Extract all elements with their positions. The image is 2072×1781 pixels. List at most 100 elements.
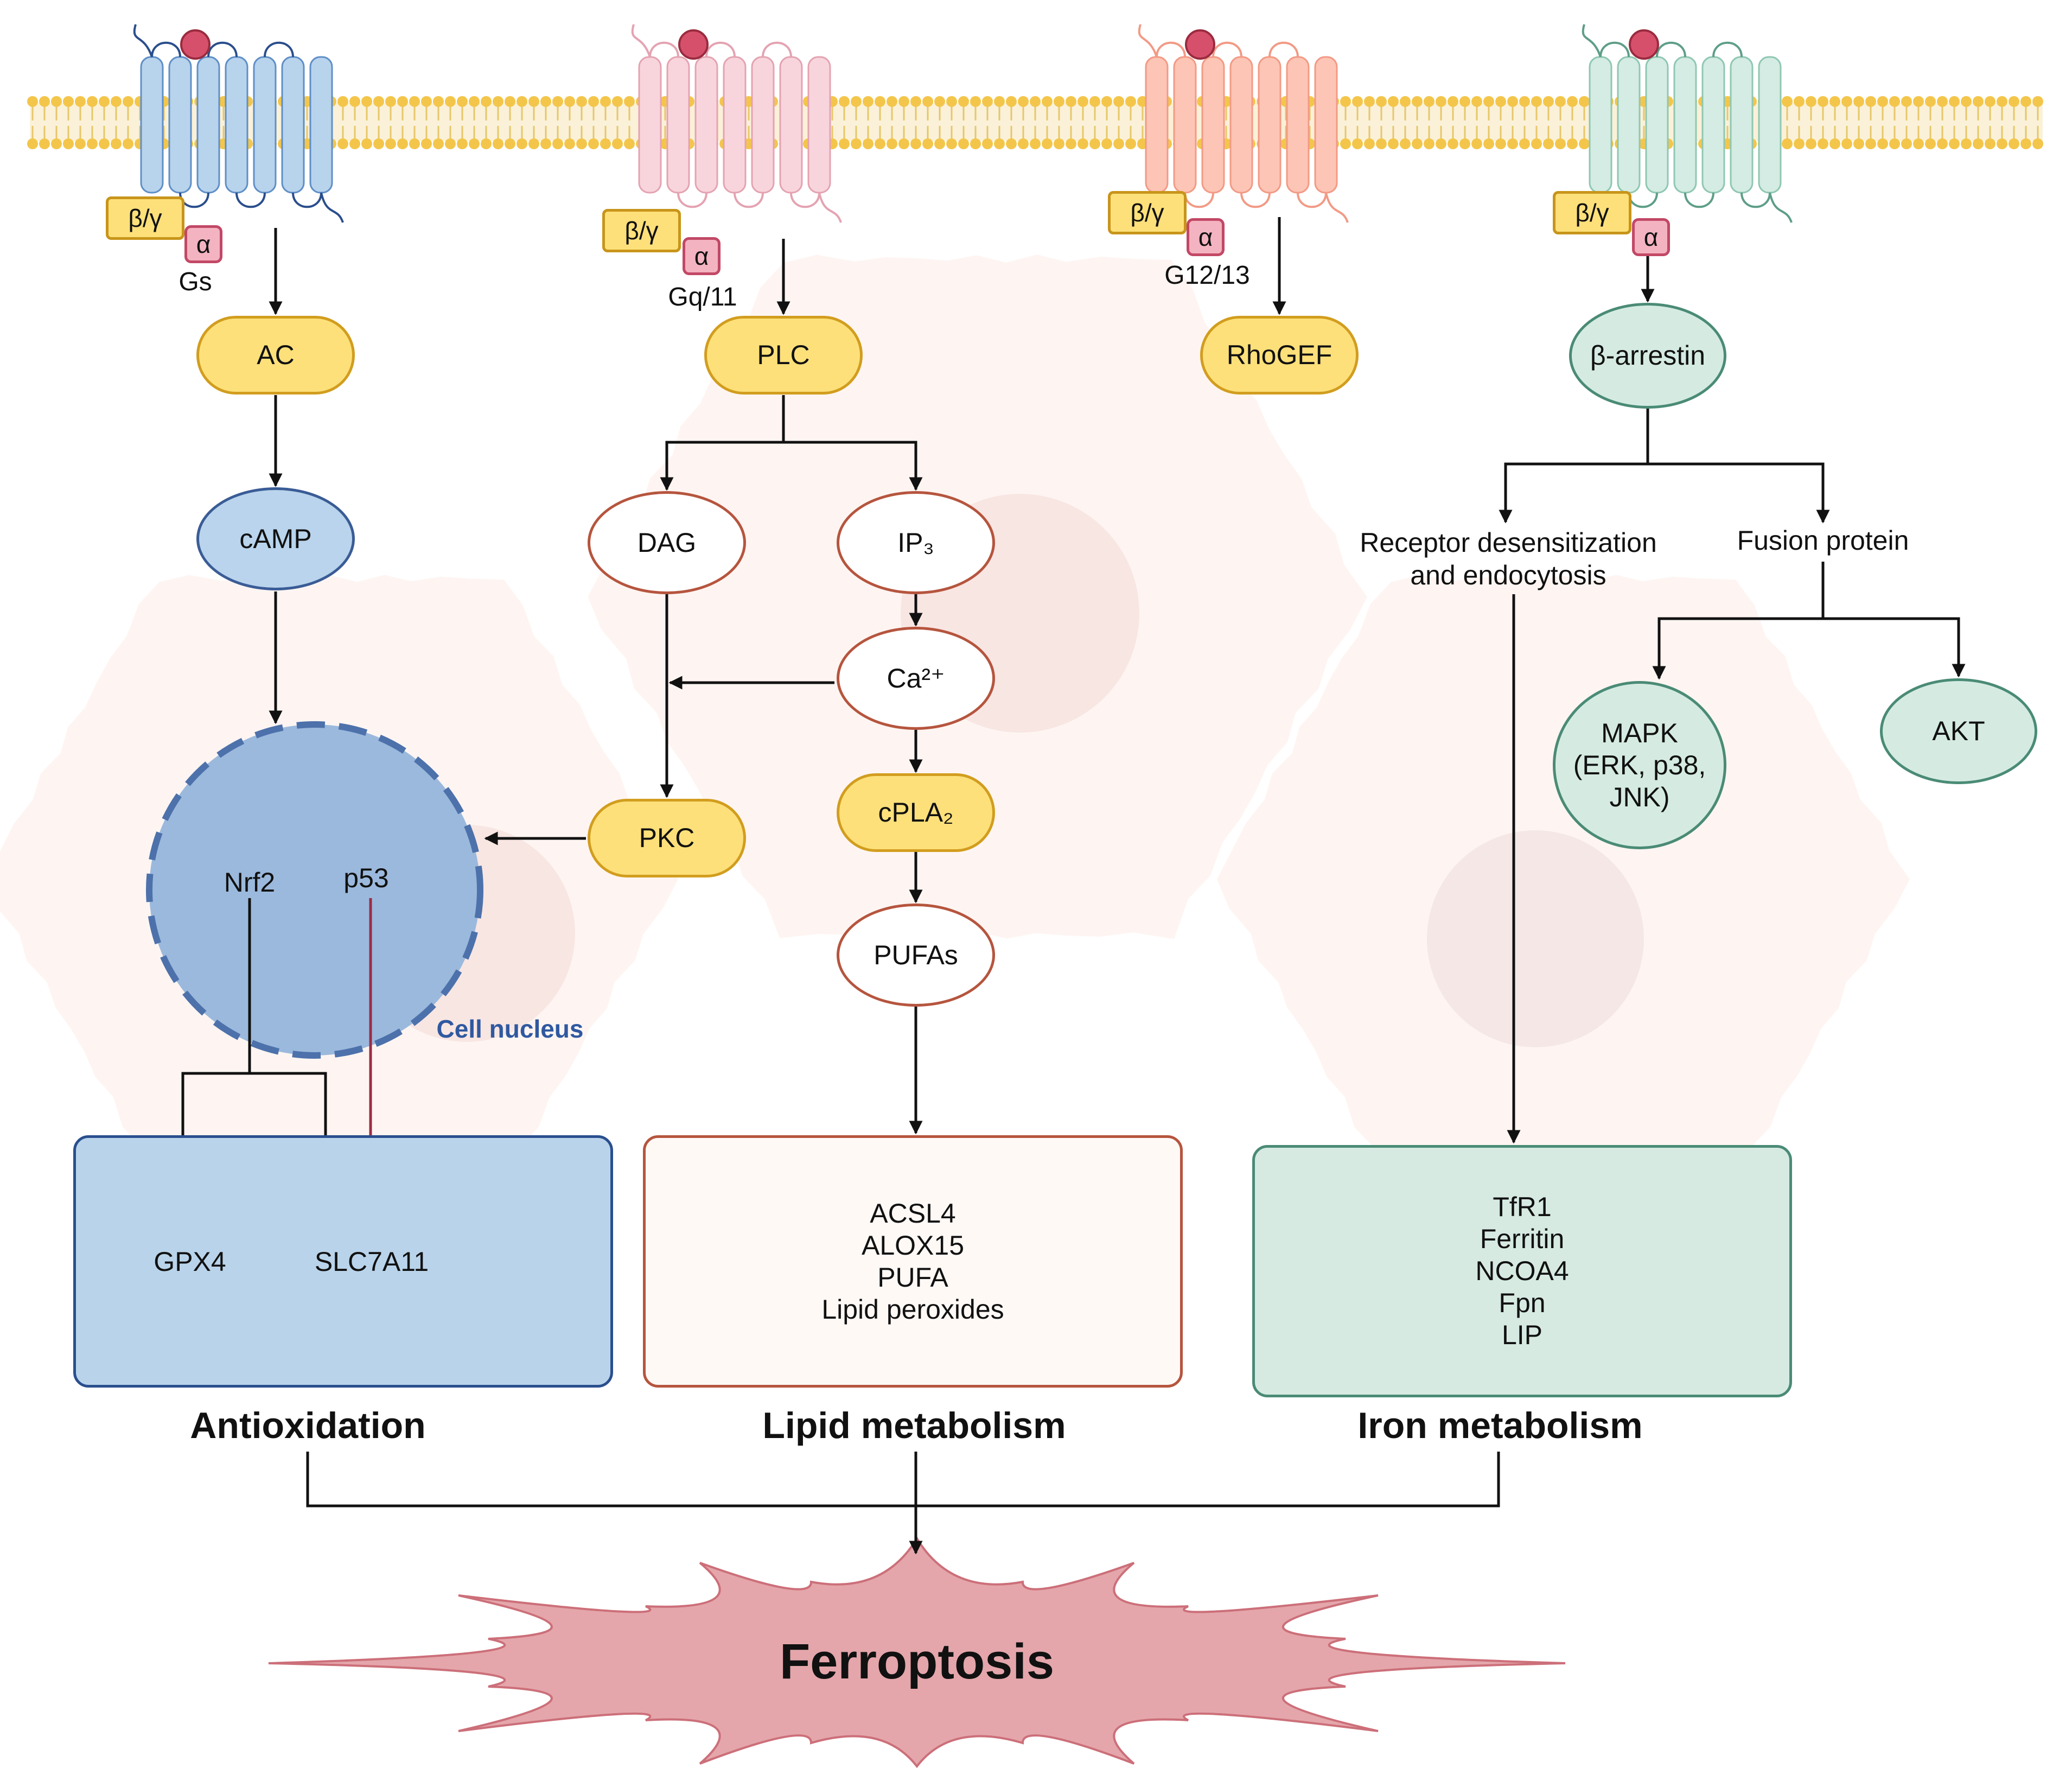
lipid-head [51, 138, 62, 149]
arrow-arrestin-to-fusion [1648, 462, 1830, 524]
label-gpx4: GPX4 [154, 1246, 226, 1277]
lipid-head [612, 138, 623, 149]
cell-inner-circle-right [1427, 830, 1644, 1047]
receptor-loop [734, 192, 764, 208]
lipid-head [1400, 138, 1411, 149]
lipid-head [1794, 138, 1805, 149]
lipid-head [946, 96, 957, 107]
lipid-head [624, 138, 635, 149]
receptor-loop [1741, 192, 1771, 208]
lipid-head [1782, 96, 1793, 107]
iron-item-lip: LIP [1501, 1320, 1543, 1350]
node-ac: AC [196, 316, 355, 395]
lipid-head [1877, 96, 1888, 107]
node-camp: cAMP [196, 487, 355, 590]
node-pkc: PKC [588, 799, 746, 877]
lipid-head [493, 96, 503, 107]
lipid-head [111, 96, 122, 107]
node-ca: Ca²⁺ [837, 627, 995, 730]
lipid-head [445, 96, 456, 107]
receptor-loop [1599, 41, 1630, 58]
lipid-head [528, 138, 539, 149]
lipid-head [75, 138, 86, 149]
lipid-head [1579, 138, 1590, 149]
receptor-loop [264, 41, 294, 58]
lipid-head [910, 96, 921, 107]
arrow-plc-to-ip3 [783, 441, 923, 491]
lipid-head [1042, 138, 1053, 149]
lipid-head [1507, 96, 1518, 107]
receptor-group [133, 24, 1793, 223]
lipid-head [361, 96, 372, 107]
node-beta-arrestin: β-arrestin [1569, 303, 1726, 409]
ligand-dot [678, 29, 709, 60]
beta-gamma-subunit-3: β/γ [1108, 191, 1187, 234]
transmembrane-helix [779, 56, 803, 194]
lipid-head [1125, 96, 1136, 107]
lipid-head [540, 138, 551, 149]
transmembrane-helix [1701, 56, 1725, 194]
lipid-head [1555, 96, 1566, 107]
lipid-head [373, 138, 384, 149]
arrow-arrestin-to-desensitization [1499, 409, 1649, 524]
lipid-head [1841, 96, 1852, 107]
lipid-head [1066, 138, 1076, 149]
transmembrane-helix [168, 56, 192, 194]
lipid-head [1054, 138, 1064, 149]
ferroptosis-shape [268, 1536, 1566, 1769]
alpha-subunit-4: α [1632, 218, 1670, 256]
lipid-head [87, 138, 98, 149]
node-plc: PLC [704, 316, 863, 395]
lipid-head [1913, 138, 1924, 149]
lipid-head [397, 96, 408, 107]
receptor-loop [1184, 192, 1214, 208]
arrow-fusion-to-akt [1823, 617, 1966, 678]
lipid-head [1400, 96, 1411, 107]
lipid-head [75, 96, 86, 107]
lipid-head [576, 138, 587, 149]
arrow-fusion-to-mapk [1652, 562, 1825, 680]
lipid-head [1364, 96, 1375, 107]
lipid-head [922, 138, 933, 149]
gpcr-receptor-4 [1582, 24, 1793, 223]
title-iron-metabolism: Iron metabolism [1357, 1405, 1643, 1446]
lipid-head [1483, 138, 1494, 149]
lipid-head [51, 96, 62, 107]
receptor-n-tail [631, 24, 651, 58]
transmembrane-helix [638, 56, 662, 194]
lipid-head [1424, 138, 1435, 149]
lipid-head [612, 96, 623, 107]
lipid-head [1889, 138, 1900, 149]
lipid-head [1806, 138, 1816, 149]
lipid-head [385, 138, 396, 149]
receptor-loop [762, 41, 792, 58]
transmembrane-helix [1286, 56, 1310, 194]
lipid-head [839, 96, 850, 107]
transmembrane-helix [1201, 56, 1225, 194]
receptor-desens-line-2: and endocytosis [1410, 560, 1606, 590]
transmembrane-helix [694, 56, 718, 194]
node-pufas: PUFAs [837, 904, 995, 1007]
transmembrane-helix [1589, 56, 1612, 194]
lipid-head [1436, 96, 1446, 107]
lipid-head [1818, 138, 1828, 149]
receptor-loop [1684, 192, 1714, 208]
transmembrane-helix [196, 56, 220, 194]
lipid-head [1471, 96, 1482, 107]
lipid-head [982, 138, 993, 149]
lipid-head [588, 96, 599, 107]
lipid-head [1985, 138, 1996, 149]
transmembrane-helix [1229, 56, 1253, 194]
lipid-head [1937, 96, 1948, 107]
lipid-head [1113, 138, 1124, 149]
lipid-head [1352, 138, 1363, 149]
lipid-head [946, 138, 957, 149]
lipid-head [1865, 96, 1876, 107]
node-cpla2: cPLA₂ [837, 773, 995, 852]
receptor-c-tail [1325, 192, 1349, 223]
lipid-head [1853, 96, 1864, 107]
transmembrane-helix [309, 56, 333, 194]
lipid-head [1829, 96, 1840, 107]
lipid-head [1865, 138, 1876, 149]
lipid-head [2032, 96, 2043, 107]
